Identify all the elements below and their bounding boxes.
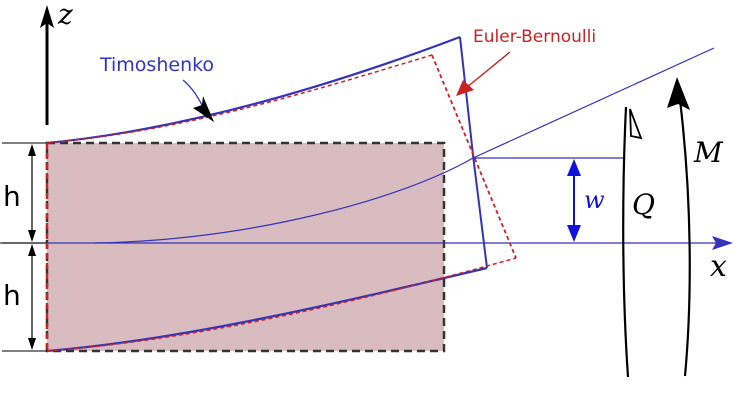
- undeformed-beam: [45, 141, 446, 353]
- M-label: M: [693, 136, 724, 169]
- h-dim-upper-arrow-bottom: [28, 230, 36, 242]
- x-axis-label: x: [710, 249, 727, 284]
- euler-top-surface: [46, 54, 433, 144]
- w-marker-arrow-top: [567, 159, 581, 176]
- moment-arc-M: [678, 99, 691, 377]
- timoshenko-bottom-surface: [46, 266, 488, 353]
- x-axis-arrowhead: [712, 236, 733, 250]
- shear-line-Q: [622, 106, 630, 378]
- timoshenko-end-face: [459, 36, 488, 269]
- h-upper-label: h: [3, 180, 21, 213]
- Q-label: Q: [632, 188, 655, 221]
- z-axis-label: z: [57, 0, 73, 31]
- tangent-line: [472, 47, 715, 159]
- shear-arrowhead-Q: [629, 108, 643, 140]
- euler-pointer-arrowhead: [456, 80, 474, 96]
- moment-arrowhead-M: [667, 77, 690, 110]
- timoshenko-top-surface: [46, 35, 461, 145]
- euler-end-face: [431, 54, 517, 259]
- deflected-neutral-axis: [94, 157, 474, 244]
- h-dim-lower-arrow-bottom: [28, 338, 36, 350]
- h-lower-label: h: [3, 279, 21, 312]
- timoshenko-pointer-arrowhead: [193, 96, 214, 122]
- h-dim-lower-arrow-top: [28, 244, 36, 256]
- euler-bernoulli-label: Euler-Bernoulli: [473, 27, 596, 47]
- w-marker-arrow-bottom: [567, 225, 581, 242]
- w-label: w: [584, 186, 605, 214]
- timoshenko-label: Timoshenko: [99, 54, 214, 76]
- z-axis-arrowhead: [40, 5, 54, 28]
- h-dim-upper-arrow-top: [28, 144, 36, 156]
- euler-pointer-line: [465, 51, 511, 89]
- euler-bottom-surface: [46, 257, 517, 352]
